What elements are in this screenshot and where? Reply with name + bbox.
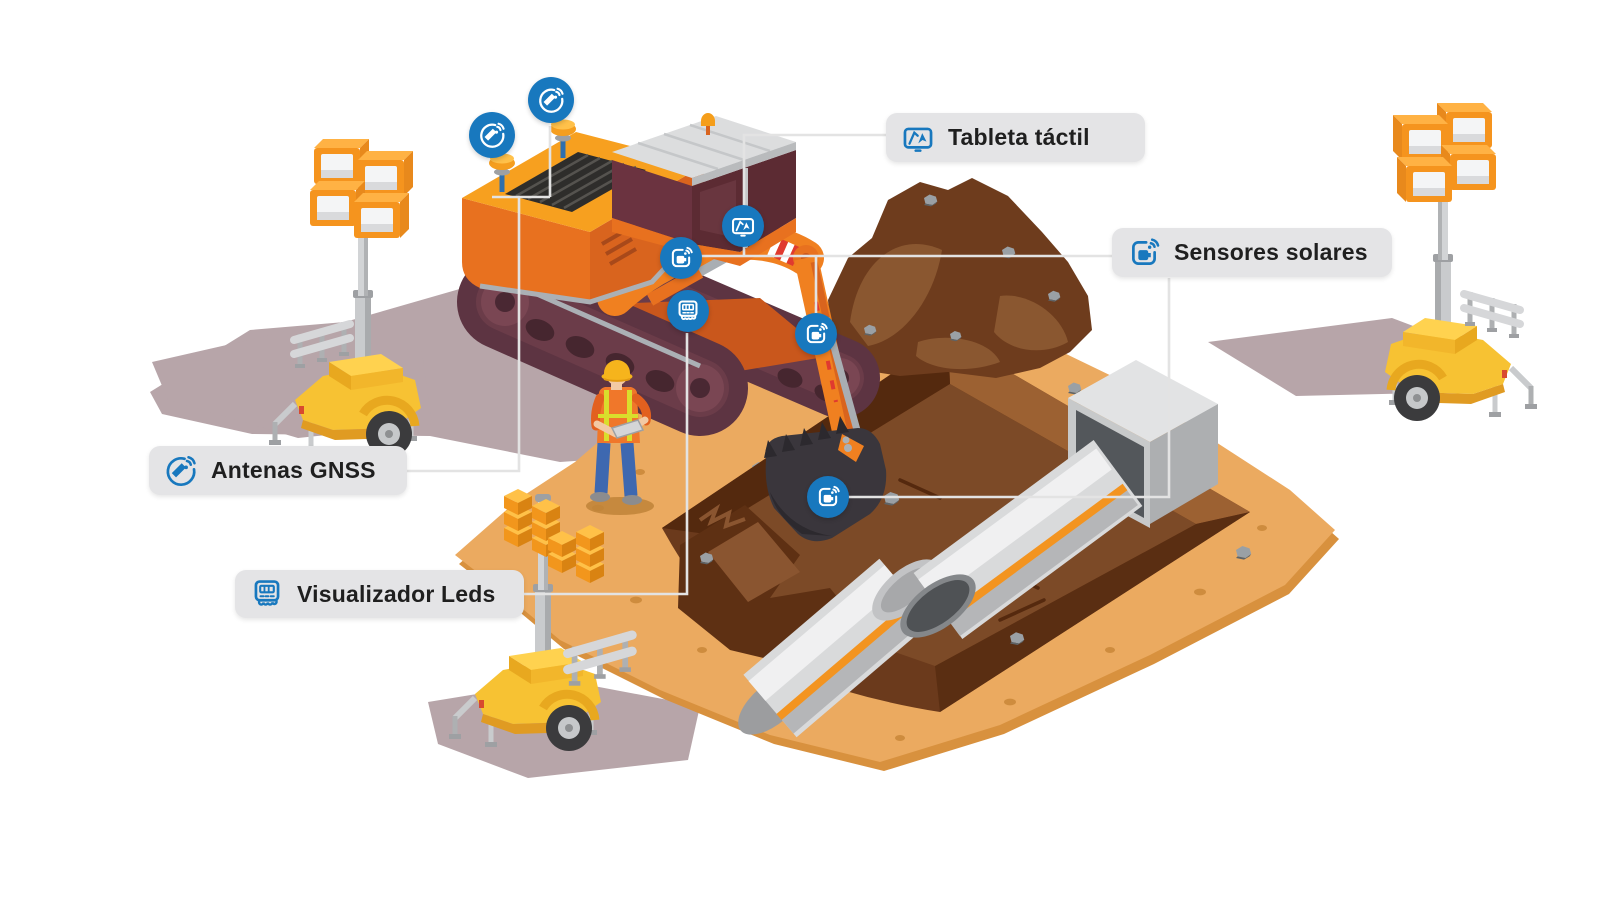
solar-sensor-icon — [806, 322, 828, 344]
gnss-antenna-marker-icon — [469, 112, 515, 158]
worker — [586, 360, 654, 515]
tablet-icon — [731, 218, 755, 238]
connector-sensor-bucket — [829, 278, 1171, 499]
solar-sensor-marker-icon — [660, 237, 702, 279]
dirt-mound — [828, 178, 1092, 378]
label-visualizador-leds: Visualizador Leds — [235, 570, 524, 618]
led-display-icon — [678, 300, 698, 321]
gnss-antenna-icon — [538, 87, 564, 113]
concrete-pipe-upper — [900, 440, 1143, 639]
label-sensores-solares-text: Sensores solares — [1174, 239, 1368, 265]
solar-sensor-icon — [818, 485, 840, 507]
connector-led — [524, 333, 689, 596]
solar-sensor-marker-icon — [807, 476, 849, 518]
label-visualizador-leds-text: Visualizador Leds — [297, 580, 496, 607]
label-tableta-tactil-text: Tableta táctil — [948, 124, 1090, 150]
solar-sensor-marker-icon — [795, 313, 837, 355]
label-antenas-gnss: Antenas GNSS — [149, 446, 407, 495]
gnss-antenna-icon — [166, 455, 196, 486]
tablet-icon — [903, 127, 933, 153]
connector-gnss — [407, 126, 552, 473]
label-sensores-solares: Sensores solares — [1112, 228, 1392, 277]
label-tableta-tactil: Tableta táctil — [886, 113, 1145, 162]
light-tower-left — [269, 139, 421, 457]
led-display-icon — [254, 580, 280, 606]
gnss-antenna-icon — [479, 122, 505, 148]
tablet-marker-icon — [722, 205, 764, 247]
label-antenas-gnss-text: Antenas GNSS — [211, 457, 376, 483]
light-tower-right — [1385, 103, 1537, 421]
gnss-antenna-device — [550, 119, 576, 158]
solar-sensor-icon — [1132, 237, 1160, 265]
solar-sensor-icon — [671, 246, 693, 268]
led-display-marker-icon — [667, 290, 709, 332]
callout-connector-lines — [407, 126, 1171, 596]
gnss-antenna-marker-icon — [528, 77, 574, 123]
